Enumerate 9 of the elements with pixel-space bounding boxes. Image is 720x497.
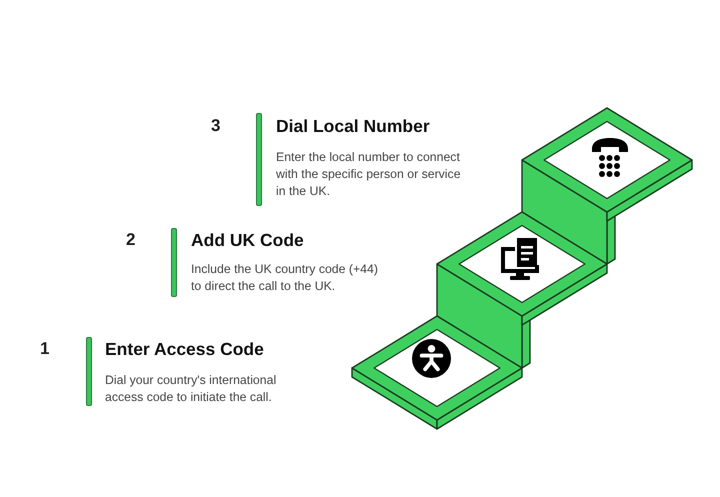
step-number: 2 [126, 229, 136, 251]
step-heading: Add UK Code [191, 229, 304, 251]
step-description: Include the UK country code (+44) to direct the call to the UK. [191, 261, 379, 295]
step-description: Enter the local number to connect with the specific person or service in the UK. [276, 149, 462, 200]
step-heading: Enter Access Code [105, 338, 264, 360]
step-number: 3 [211, 115, 220, 137]
step-heading: Dial Local Number [276, 115, 430, 137]
step-number: 1 [40, 338, 50, 360]
step-description: Dial your country's international access code to initiate the call. [105, 372, 278, 406]
